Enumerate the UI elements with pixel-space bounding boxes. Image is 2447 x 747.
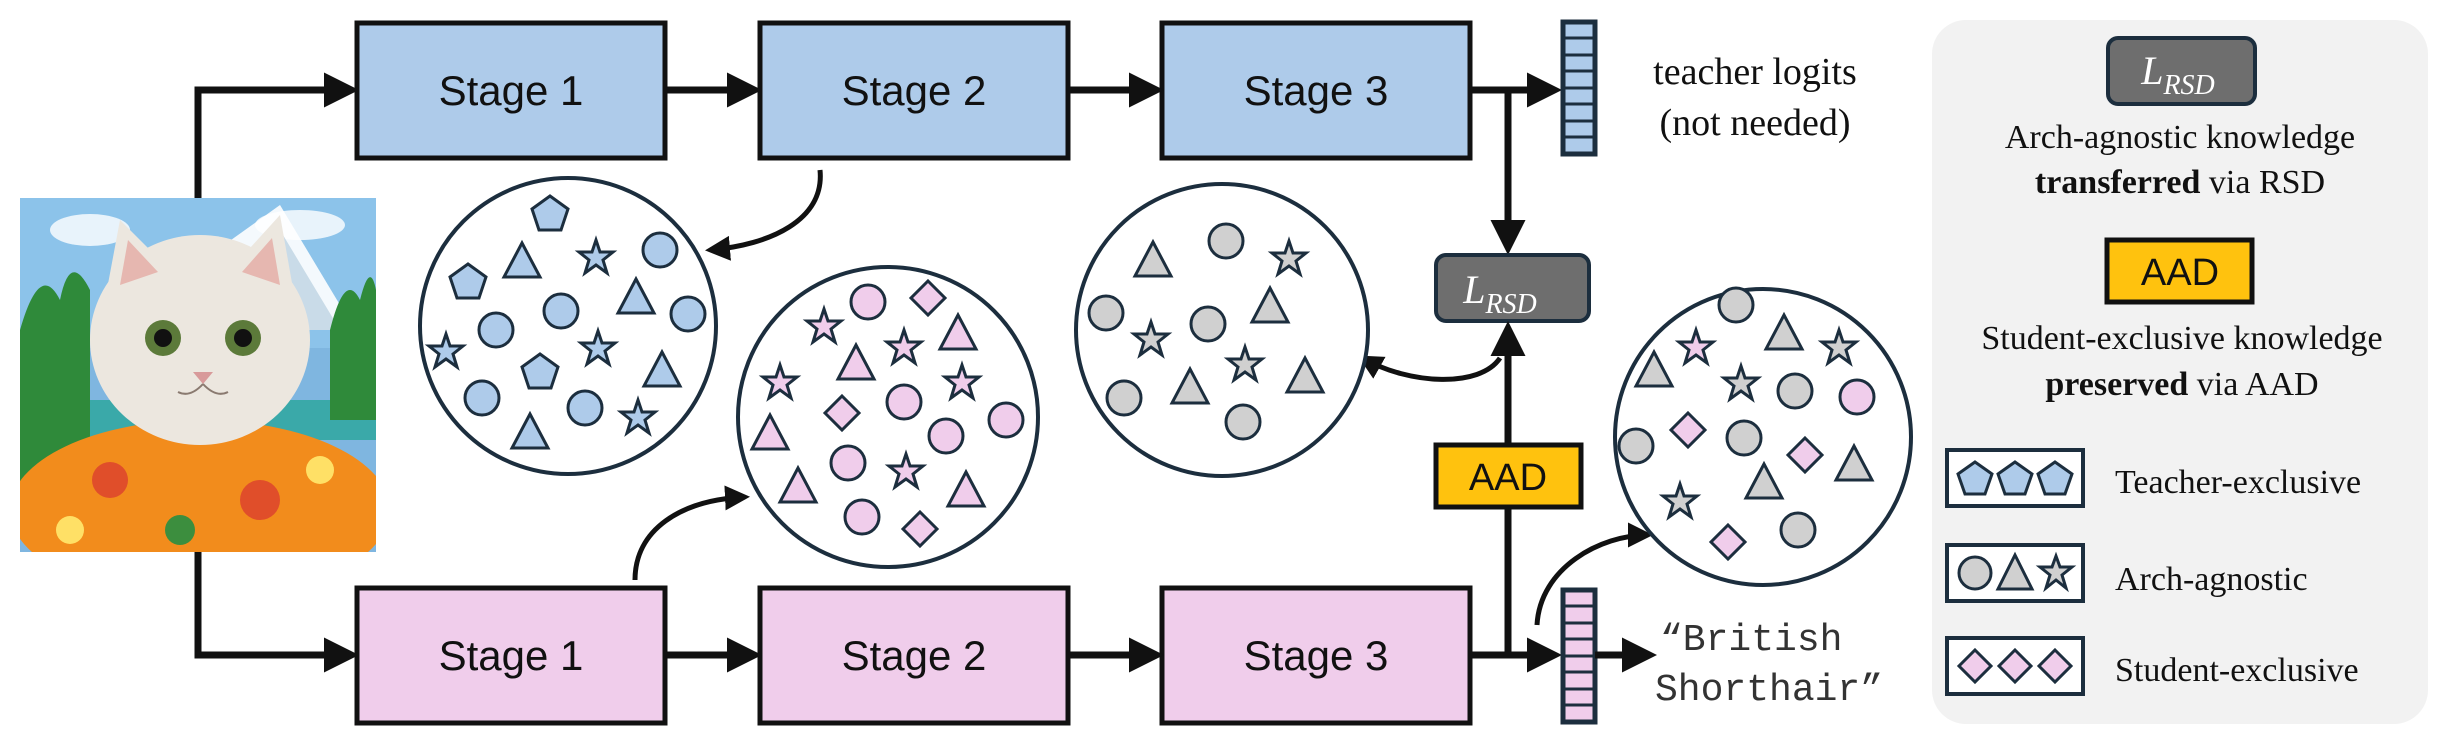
svg-text:LRSD: LRSD	[2140, 48, 2215, 101]
teacher-stage-1: Stage 1	[354, 20, 668, 161]
teacher-features-circle	[418, 176, 718, 476]
student-stage-3: Stage 3	[1159, 585, 1473, 726]
rsd-loss-box: LRSD	[1434, 253, 1591, 323]
legend-aad-label: AAD	[2141, 252, 2219, 294]
student-features-circle	[736, 265, 1040, 569]
legend-rsd-desc-line1: Arch-agnostic knowledge	[2005, 119, 2355, 156]
legend-arch-agnostic-label: Arch-agnostic	[2115, 561, 2308, 598]
legend-rsd-emphasis: transferred	[2035, 164, 2201, 201]
legend-rsd-symbol: L	[2140, 48, 2163, 93]
teacher-stage-2: Stage 2	[757, 20, 1071, 161]
legend-rsd-box: LRSD	[2106, 36, 2257, 106]
legend-teacher-exclusive-swatch	[1945, 448, 2085, 508]
legend-student-exclusive-label: Student-exclusive	[2115, 652, 2359, 689]
rsd-loss-symbol: L	[1462, 267, 1485, 312]
arch-agnostic-features-circle	[1074, 182, 1370, 478]
student-stage-1: Stage 1	[354, 585, 668, 726]
rsd-loss-subscript: RSD	[1484, 289, 1536, 320]
student-stage-1-label: Stage 1	[439, 632, 584, 679]
input-image	[20, 198, 376, 552]
aad-label: AAD	[1469, 457, 1547, 499]
student-stage-3-label: Stage 3	[1244, 632, 1389, 679]
teacher-logits-note: (not needed)	[1660, 102, 1851, 144]
student-to-circle-arrow	[632, 485, 750, 581]
teacher-stage-3: Stage 3	[1159, 20, 1473, 161]
legend-aad-desc-line1: Student-exclusive knowledge	[1981, 320, 2382, 357]
prediction-line-1: “British	[1660, 619, 1842, 662]
student-output-to-circle-arrow	[1534, 522, 1653, 626]
legend-rsd-suffix: via RSD	[2200, 164, 2325, 201]
legend-rsd-desc-line2: transferred via RSD	[2035, 164, 2325, 201]
input-to-teacher-arrow	[194, 72, 359, 198]
legend-rsd-subscript: RSD	[2162, 70, 2214, 101]
teacher-logits-vector	[1560, 19, 1598, 157]
loss-to-circle-arrow	[1357, 355, 1503, 382]
legend-teacher-exclusive-label: Teacher-exclusive	[2115, 464, 2361, 501]
legend-aad-box: AAD	[2104, 237, 2255, 305]
teacher-stage-2-label: Stage 2	[842, 67, 987, 114]
input-to-student-arrow	[194, 552, 359, 673]
teacher-stage-3-label: Stage 3	[1244, 67, 1389, 114]
student-stage-2-label: Stage 2	[842, 632, 987, 679]
legend-arch-agnostic-swatch	[1945, 543, 2085, 603]
student-stage-2: Stage 2	[757, 585, 1071, 726]
student-mixed-features-circle	[1613, 286, 1913, 587]
teacher-logits-label: teacher logits	[1653, 51, 1857, 93]
teacher-stage-1-label: Stage 1	[439, 67, 584, 114]
legend-aad-emphasis: preserved	[2045, 366, 2188, 403]
legend: LRSD Arch-agnostic knowledge transferred…	[1945, 36, 2383, 696]
prediction-line-2: Shorthair”	[1655, 669, 1883, 712]
svg-text:LRSD: LRSD	[1462, 267, 1537, 320]
legend-aad-suffix: via AAD	[2188, 366, 2318, 403]
student-logits-vector	[1560, 587, 1598, 725]
teacher-to-circle-arrow	[705, 169, 823, 261]
aad-box: AAD	[1433, 442, 1584, 510]
legend-aad-desc-line2: preserved via AAD	[2045, 366, 2318, 403]
legend-student-exclusive-swatch	[1945, 636, 2085, 696]
